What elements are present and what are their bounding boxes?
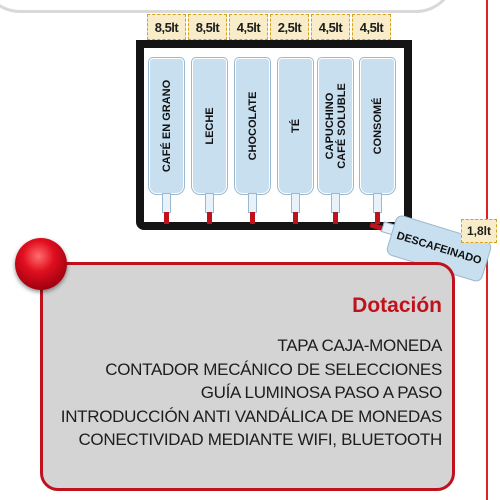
canister-neck: [162, 193, 171, 213]
canister-neck: [205, 193, 214, 213]
feature-item: INTRODUCCIÓN ANTI VANDÁLICA DE MONEDAS: [60, 406, 443, 426]
canister-label: LECHE: [203, 107, 216, 145]
dispense-spout: [207, 212, 212, 224]
feature-item: CONECTIVIDAD MEDIANTE WIFI, BLUETOOTH: [78, 430, 442, 449]
dispense-spout: [293, 212, 298, 224]
canister-leche: LECHE: [192, 58, 227, 194]
capacity-labels: 8,5lt 8,5lt 4,5lt 2,5lt 4,5lt 4,5lt: [147, 14, 391, 40]
canister-label: CHOCOLATE: [246, 91, 259, 161]
feature-item: GUÍA LUMINOSA PASO A PASO: [200, 383, 443, 402]
dispense-spout: [375, 212, 380, 224]
capacity-label: 4,5lt: [352, 14, 391, 40]
canister-label: CAFÉ EN GRANO: [160, 79, 173, 173]
dispense-spout: [250, 212, 255, 224]
canister-label: CONSOMÉ: [371, 97, 384, 155]
canister-neck: [373, 193, 382, 213]
canister-te: TÉ: [278, 58, 313, 194]
feature-item: TAPA CAJA-MONEDA: [277, 336, 442, 355]
capacity-label: 4,5lt: [311, 14, 350, 40]
capacity-label: 2,5lt: [270, 14, 309, 40]
capacity-label: 8,5lt: [188, 14, 227, 40]
capacity-label: 4,5lt: [229, 14, 268, 40]
dispense-spout: [164, 212, 169, 224]
dispense-spout: [333, 212, 338, 224]
canister-chocolate: CHOCOLATE: [235, 58, 270, 194]
panel-title: Dotación: [352, 294, 442, 317]
canister-cafe-en-grano: CAFÉ EN GRANO: [149, 58, 184, 194]
canister-neck: [248, 193, 257, 213]
red-button-icon: [15, 238, 67, 290]
canister-capuchino-cafe-soluble: CAPUCHINO CAFÉ SOLUBLE: [318, 58, 353, 194]
features-list: TAPA CAJA-MONEDA CONTADOR MECÁNICO DE SE…: [60, 334, 443, 452]
decaf-capacity-label: 1,8lt: [461, 219, 497, 243]
canister-consome: CONSOMÉ: [360, 58, 395, 194]
canister-neck: [331, 193, 340, 213]
feature-item: CONTADOR MECÁNICO DE SELECCIONES: [105, 359, 442, 379]
features-panel: [40, 262, 455, 491]
canister-label: CAPUCHINO CAFÉ SOLUBLE: [323, 83, 348, 169]
canister-label: TÉ: [289, 118, 302, 134]
top-frame-edge: [0, 0, 500, 13]
capacity-label: 8,5lt: [147, 14, 186, 40]
canister-neck: [291, 193, 300, 213]
